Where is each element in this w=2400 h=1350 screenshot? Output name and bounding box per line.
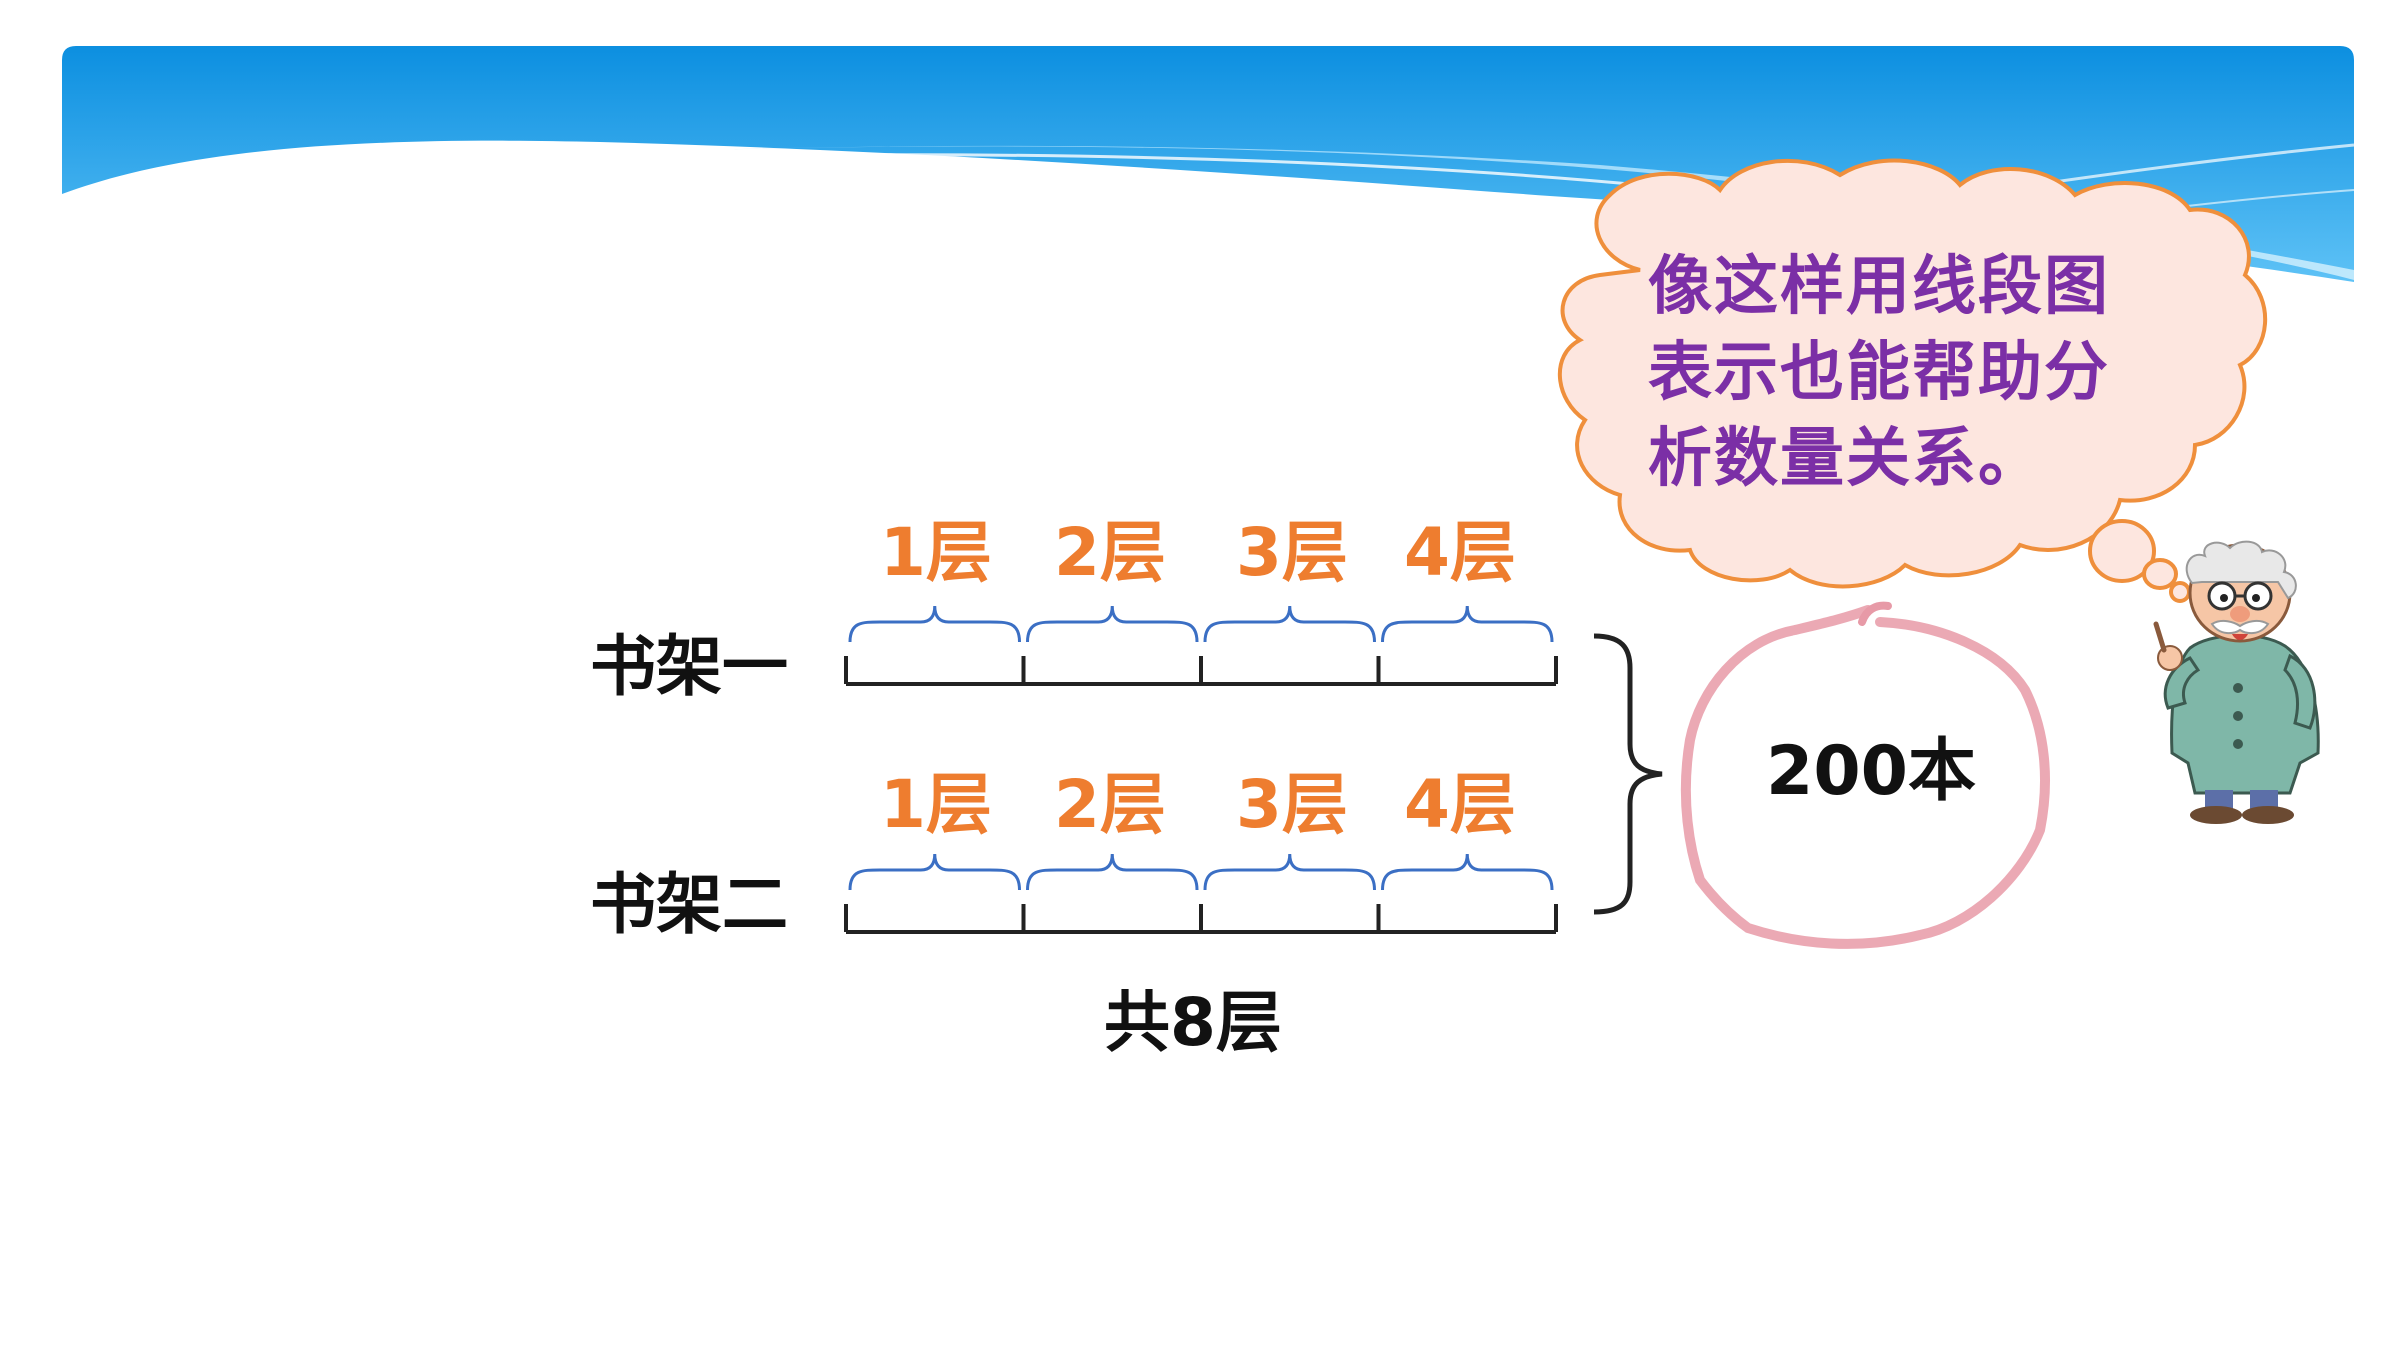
thought-bubble	[1557, 158, 2267, 603]
shelf-one-layer-3: 3层	[1236, 514, 1348, 591]
bubble-line-2: 表示也能帮助分	[1648, 336, 2110, 410]
bubble-line-1: 像这样用线段图	[1648, 250, 2110, 324]
shelf-two-label: 书架二	[590, 866, 788, 943]
shelf-one-layer-2: 2层	[1054, 514, 1166, 591]
layer-brace	[1381, 605, 1554, 643]
shelf-two-layer-2: 2层	[1054, 766, 1166, 843]
layer-brace	[848, 605, 1021, 643]
total-layers-label: 共8层	[1104, 984, 1282, 1061]
layer-brace	[848, 853, 1021, 891]
bubble-line-3: 析数量关系。	[1648, 422, 2044, 496]
shelf-one-layer-1: 1层	[880, 514, 992, 591]
segment-diagram	[844, 605, 1558, 934]
sum-cloud	[1680, 605, 2050, 949]
shelf-two-layer-4: 4层	[1404, 766, 1516, 843]
old-teacher-icon	[2153, 540, 2320, 824]
layer-brace	[1026, 853, 1199, 891]
shelf-one-layer-4: 4层	[1404, 514, 1516, 591]
layer-brace	[1203, 853, 1376, 891]
total-books-label: 200本	[1766, 732, 1976, 811]
bubble-text: 像这样用线段图 表示也能帮助分 析数量关系。	[1648, 244, 2168, 502]
shelf-two-layer-3: 3层	[1236, 766, 1348, 843]
sum-brace	[1593, 633, 1663, 915]
shelf-two-layer-1: 1层	[880, 766, 992, 843]
shelf-one-label: 书架一	[590, 628, 788, 705]
layer-brace	[1381, 853, 1554, 891]
layer-brace	[1026, 605, 1199, 643]
layer-brace	[1203, 605, 1376, 643]
